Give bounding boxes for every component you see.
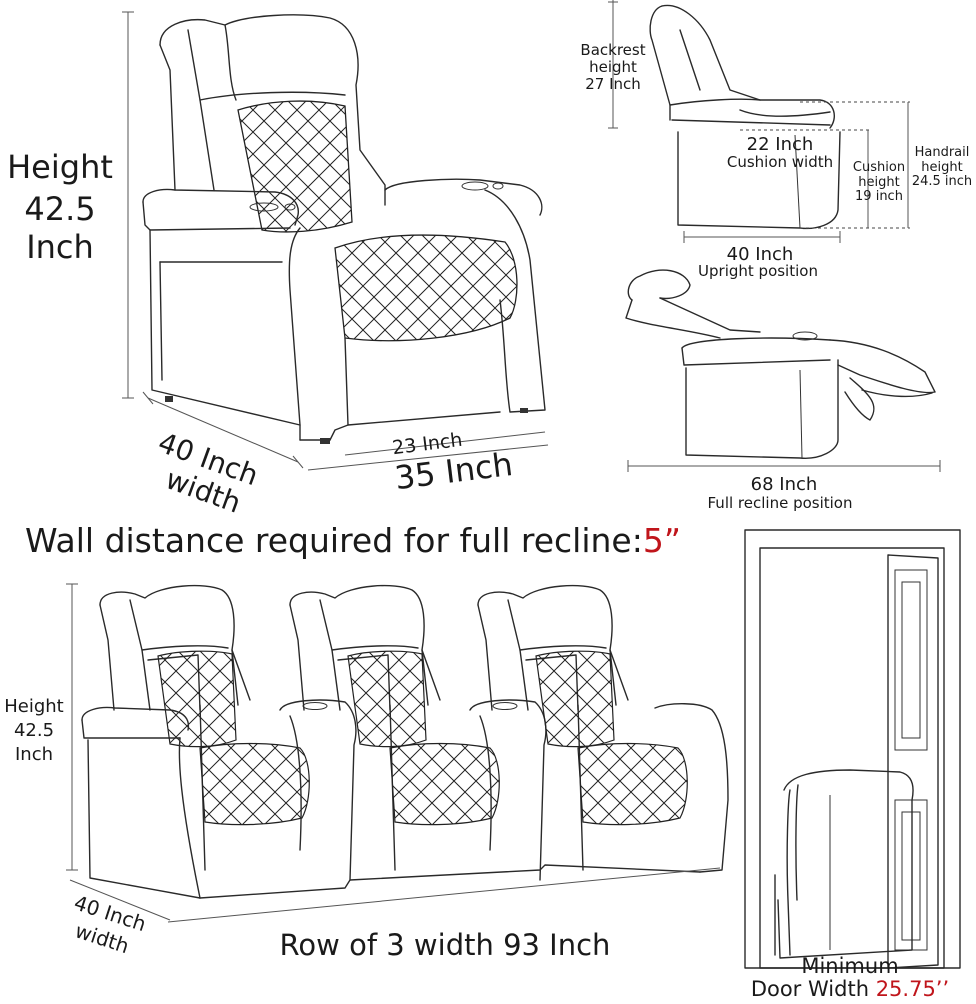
row-of-three-drawing [66, 583, 729, 923]
handrail-line2: height [921, 160, 962, 175]
wall-distance-text: Wall distance required for full recline:… [25, 521, 681, 560]
row-chair-3 [477, 584, 688, 871]
recline-depth-caption: Full recline position [708, 494, 853, 512]
single-height-line3: Inch [26, 228, 94, 266]
door-drawing [744, 529, 961, 969]
row-height-line2: 42.5 [14, 720, 54, 741]
row-width-label: Row of 3 width 93 Inch [280, 928, 611, 962]
cushion-width-line2: Cushion width [727, 153, 833, 171]
side-view-upright [608, 0, 910, 243]
door-width-value: 25.75’’ [876, 977, 949, 1000]
handrail-line3: 24.5 inch [912, 174, 972, 189]
door-label-line2: Door Width 25.75’’ [751, 977, 949, 1000]
upright-depth-caption: Upright position [698, 262, 818, 280]
door-label-line1: Minimum [801, 954, 898, 978]
upright-depth-value: 40 Inch [727, 244, 794, 265]
backrest-line1: Backrest [580, 41, 645, 59]
cushion-width-line1: 22 Inch [747, 134, 814, 155]
wall-distance-value: 5” [643, 521, 681, 560]
row-height-line1: Height [4, 696, 64, 717]
row-chair-1 [99, 584, 357, 881]
single-height-line1: Height [7, 148, 113, 186]
handrail-line1: Handrail [915, 145, 970, 160]
backrest-line3: 27 Inch [585, 75, 641, 93]
recline-depth-value: 68 Inch [751, 474, 818, 495]
single-height-line2: 42.5 [24, 190, 95, 228]
row-chair-2 [289, 584, 547, 881]
cushion-height-line2: height [858, 175, 899, 190]
backrest-line2: height [589, 58, 637, 76]
cushion-height-line3: 19 inch [855, 189, 903, 204]
side-view-reclined [625, 269, 941, 472]
row-height-line3: Inch [15, 744, 53, 765]
single-chair-drawing [122, 11, 546, 444]
cushion-height-line1: Cushion [853, 160, 905, 175]
